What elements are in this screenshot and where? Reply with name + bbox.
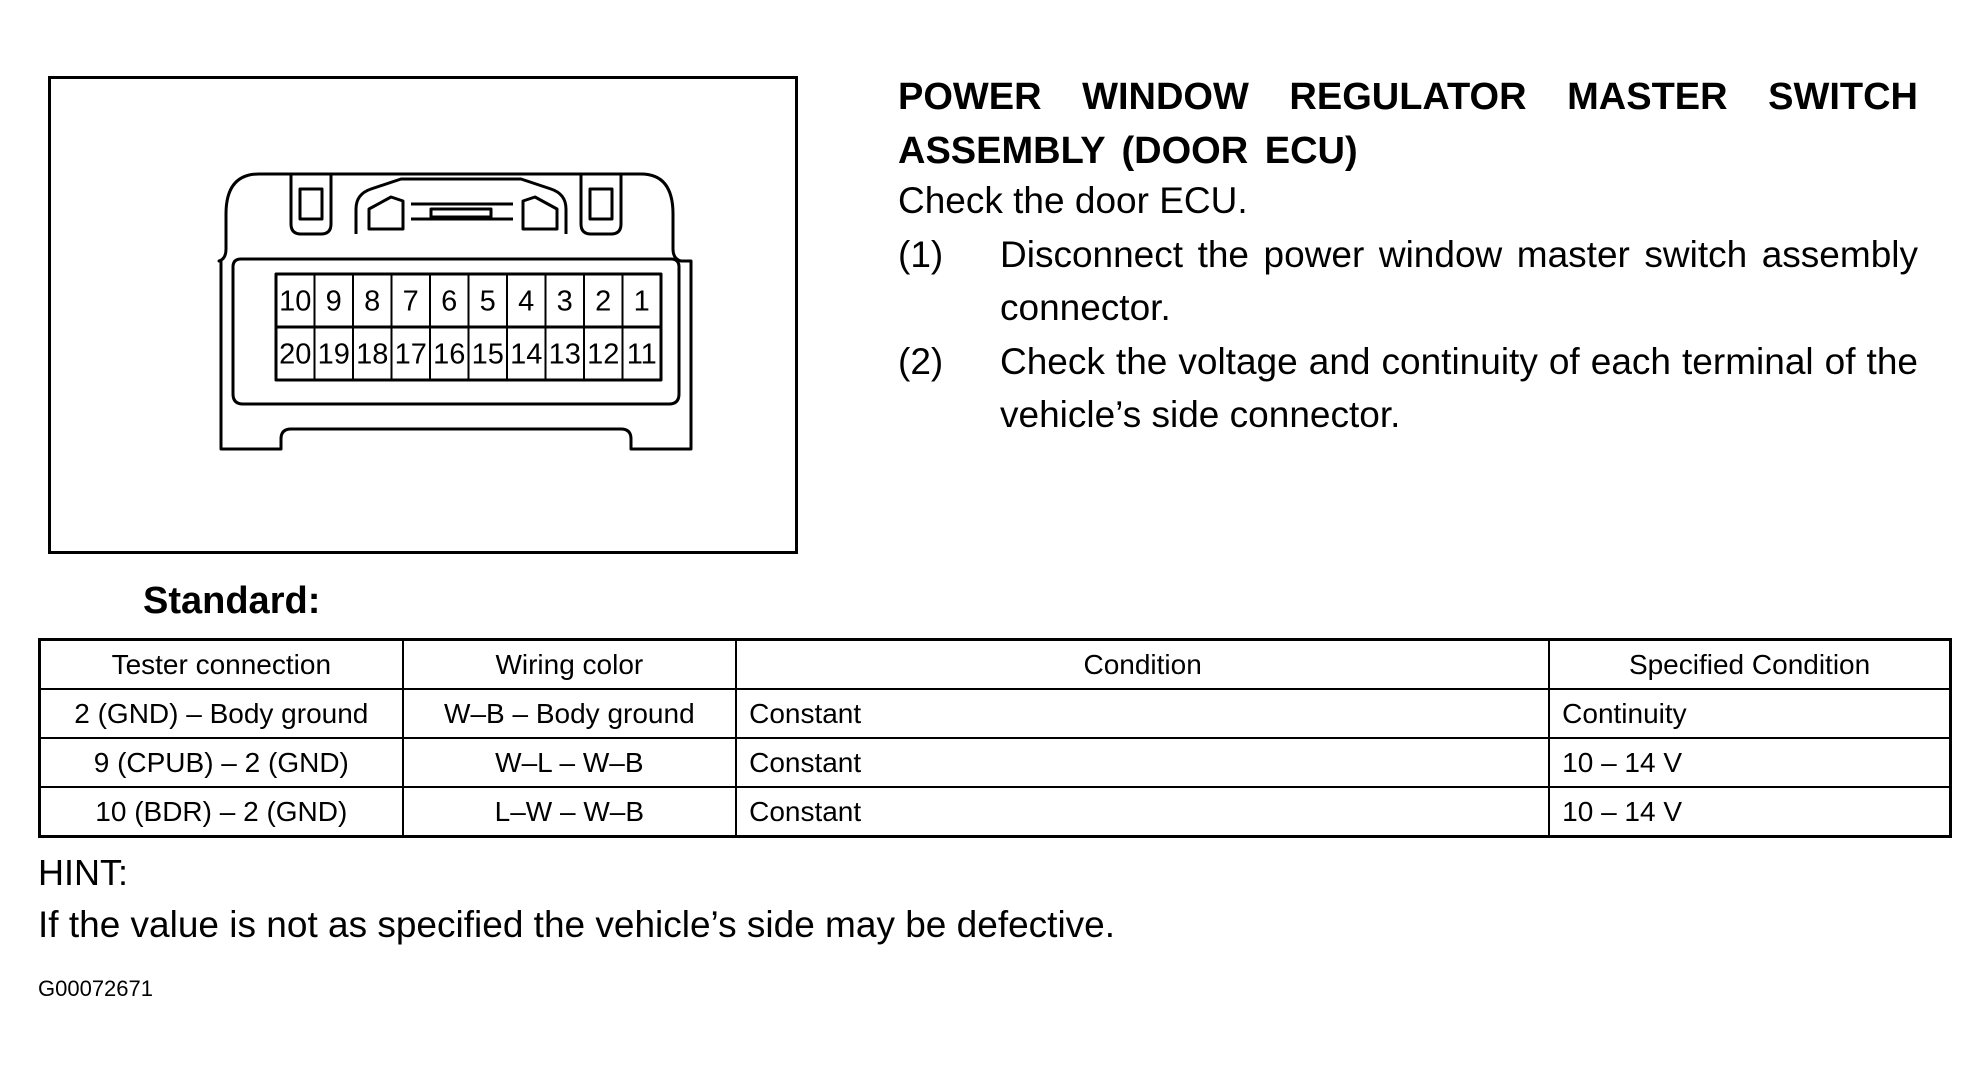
table-row: 2 (GND) – Body ground W–B – Body ground …: [38, 688, 1952, 739]
cell-wiring-color: W–B – Body ground: [401, 688, 738, 739]
pin-number: 5: [480, 286, 496, 318]
step-number: (2): [898, 341, 944, 382]
pin-number: 3: [557, 286, 573, 318]
step-2: (2) Check the voltage and continuity of …: [898, 335, 1918, 445]
pin-number: 15: [472, 339, 504, 371]
cell-specified-condition: Continuity: [1548, 688, 1952, 739]
figure-id: G00072671: [38, 976, 153, 1001]
pin-number: 19: [318, 339, 350, 371]
pin-number: 1: [634, 286, 650, 318]
pin-number: 12: [587, 339, 619, 371]
pin-number: 20: [279, 339, 311, 371]
cell-tester-connection: 2 (GND) – Body ground: [38, 688, 404, 739]
pin-number: 8: [364, 286, 380, 318]
hint-text: If the value is not as specified the veh…: [38, 904, 1116, 945]
cell-specified-condition: 10 – 14 V: [1548, 786, 1952, 838]
pin-number: 14: [510, 339, 542, 371]
pin-number: 17: [395, 339, 427, 371]
table-row: 9 (CPUB) – 2 (GND) W–L – W–B Constant 10…: [38, 737, 1952, 788]
header-tester-connection: Tester connection: [38, 638, 404, 690]
pin-number: 6: [441, 286, 457, 318]
standard-table: Tester connection Wiring color Condition…: [38, 638, 1952, 838]
cell-wiring-color: L–W – W–B: [401, 786, 738, 838]
table-header-row: Tester connection Wiring color Condition…: [38, 638, 1952, 690]
pin-number: 16: [433, 339, 465, 371]
step-1: (1) Disconnect the power window master s…: [898, 228, 1918, 338]
section-heading: POWER WINDOW REGULATOR MASTER SWITCH ASS…: [898, 76, 1918, 172]
step-text: Check the voltage and continuity of each…: [1000, 341, 1918, 435]
cell-condition: Constant: [735, 688, 1551, 739]
cell-specified-condition: 10 – 14 V: [1548, 737, 1952, 788]
hint-title: HINT:: [38, 852, 128, 893]
header-wiring-color: Wiring color: [401, 638, 738, 690]
step-number: (1): [898, 234, 944, 275]
table-row: 10 (BDR) – 2 (GND) L–W – W–B Constant 10…: [38, 786, 1952, 838]
standard-label: Standard:: [143, 580, 321, 622]
pin-number: 4: [518, 286, 534, 318]
pin-number: 11: [627, 339, 657, 371]
intro-text: Check the door ECU.: [898, 180, 1248, 221]
header-condition: Condition: [735, 638, 1551, 690]
pin-number: 18: [356, 339, 388, 371]
pin-number: 7: [403, 286, 419, 318]
pin-number: 9: [326, 286, 342, 318]
cell-tester-connection: 10 (BDR) – 2 (GND): [38, 786, 404, 838]
header-specified-condition: Specified Condition: [1548, 638, 1952, 690]
cell-condition: Constant: [735, 737, 1551, 788]
pin-number: 2: [595, 286, 611, 318]
cell-tester-connection: 9 (CPUB) – 2 (GND): [38, 737, 404, 788]
cell-wiring-color: W–L – W–B: [401, 737, 738, 788]
pin-number: 10: [279, 286, 311, 318]
pin-number: 13: [549, 339, 581, 371]
step-text: Disconnect the power window master switc…: [1000, 234, 1918, 328]
cell-condition: Constant: [735, 786, 1551, 838]
